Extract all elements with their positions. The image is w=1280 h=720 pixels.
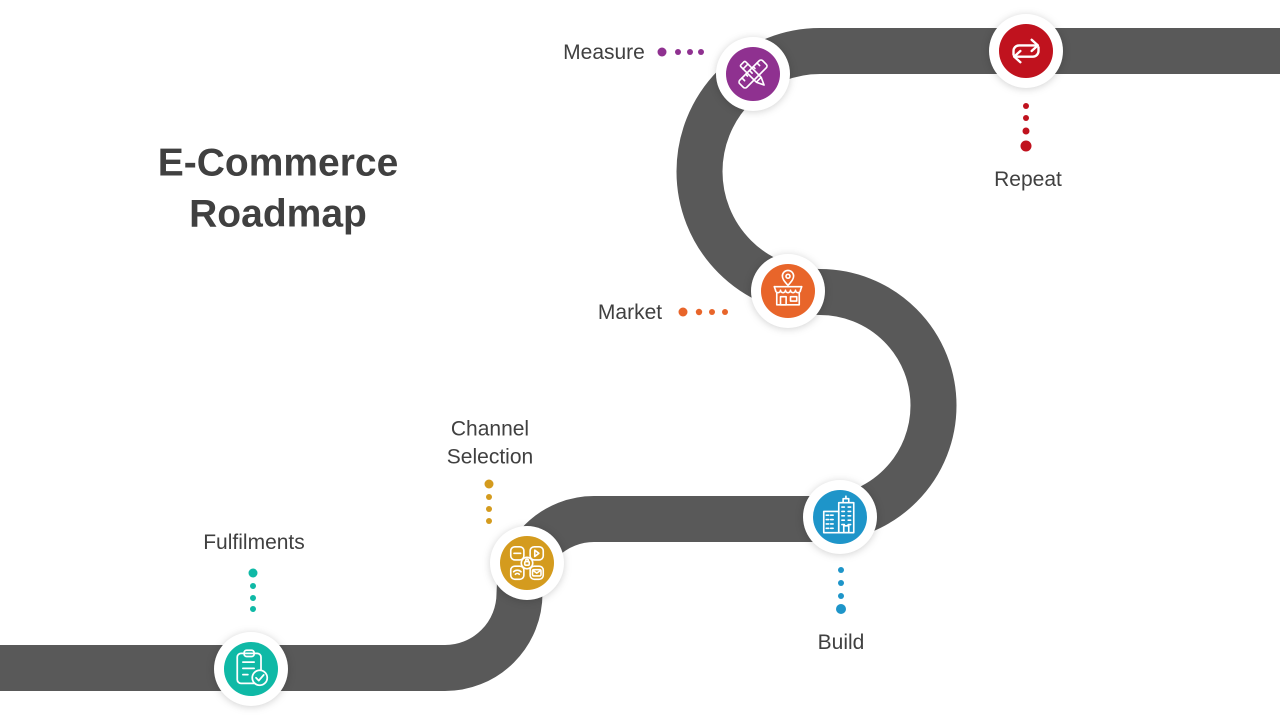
measure-dots	[657, 47, 704, 57]
channel-selection-label: Channel Selection	[446, 417, 534, 469]
milestone-marker-fulfilments	[214, 632, 288, 706]
page-title: E-Commerce Roadmap	[158, 138, 399, 239]
build-dots	[836, 567, 846, 614]
fulfilments-label: Fulfilments	[203, 530, 305, 554]
market-label: Market	[597, 300, 663, 324]
milestone-marker-measure	[716, 37, 790, 111]
ruler-pencil-icon	[738, 59, 768, 89]
repeat-arrows-icon	[1012, 38, 1040, 64]
milestone-marker-market	[751, 254, 825, 328]
milestone-marker-channel-selection	[490, 526, 564, 600]
milestone-marker-build	[803, 480, 877, 554]
measure-label: Measure	[563, 40, 645, 64]
page-title-line2: Roadmap	[189, 192, 367, 235]
page-title-line1: E-Commerce	[157, 141, 399, 185]
repeat-dots	[1020, 103, 1032, 152]
buildings-icon	[822, 495, 855, 534]
fulfilments-dots	[248, 568, 258, 612]
repeat-label: Repeat	[994, 167, 1062, 191]
clipboard-check-icon	[236, 649, 269, 687]
build-label: Build	[817, 630, 865, 654]
market-dots	[678, 307, 728, 317]
channel-selection-dots	[484, 479, 494, 524]
milestone-marker-repeat	[989, 14, 1063, 88]
channels-grid-icon	[509, 545, 545, 581]
storefront-pin-icon	[773, 269, 803, 306]
